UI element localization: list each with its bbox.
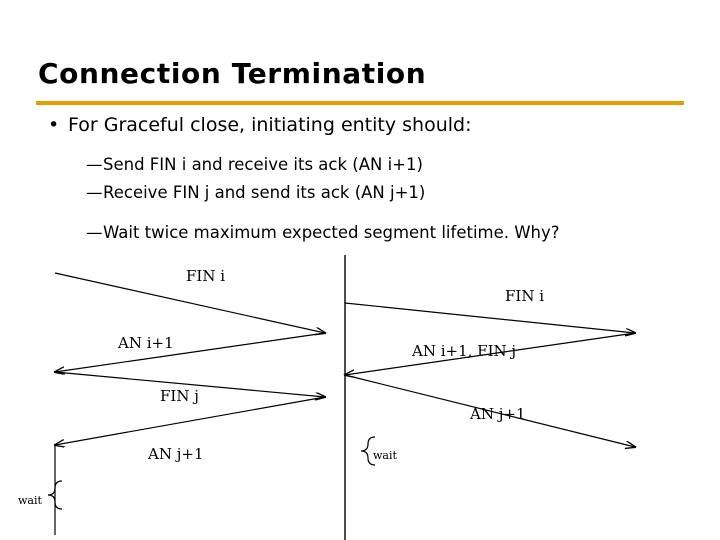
label-left-an-i1: AN i+1 xyxy=(118,334,174,352)
left-wait-brace xyxy=(47,480,63,510)
label-left-fin-i: FIN i xyxy=(186,267,226,285)
label-left-wait: wait xyxy=(18,494,42,507)
right-arrow-an-j1 xyxy=(344,374,635,447)
left-arrow-fin-j xyxy=(54,371,325,397)
left-arrow-fin-i xyxy=(54,272,325,333)
bullet-marker-dash: — xyxy=(86,155,103,174)
bullet-marker-dash: — xyxy=(86,223,103,242)
right-arrow-an-i1-fin-j xyxy=(345,332,636,375)
label-right-fin-i: FIN i xyxy=(505,287,545,305)
title-underline-rule xyxy=(36,101,684,105)
right-wait-brace xyxy=(360,436,376,466)
bullet-level1-text: For Graceful close, initiating entity sh… xyxy=(68,114,472,136)
page-title: Connection Termination xyxy=(38,57,427,90)
label-left-an-j1: AN j+1 xyxy=(148,445,204,463)
label-right-an-j1: AN j+1 xyxy=(470,405,526,423)
bullet-level2-wait: —Wait twice maximum expected segment lif… xyxy=(86,223,560,242)
left-arrow-an-j1 xyxy=(55,396,326,445)
bullet-level2-text: Wait twice maximum expected segment life… xyxy=(103,223,560,242)
bullet-level2-text: Receive FIN j and send its ack (AN j+1) xyxy=(103,183,426,202)
bullet-marker-dot: • xyxy=(48,114,60,136)
diagram-lines xyxy=(47,255,720,540)
bullet-level1: • For Graceful close, initiating entity s… xyxy=(48,114,472,136)
sequence-diagram: FIN i AN i+1 FIN j AN j+1 wait FIN i AN … xyxy=(0,255,720,540)
bullet-marker-dash: — xyxy=(86,183,103,202)
right-arrow-fin-i xyxy=(344,302,635,333)
bullet-level2-send-fin: —Send FIN i and receive its ack (AN i+1) xyxy=(86,155,423,174)
label-right-wait: wait xyxy=(373,449,397,462)
bullet-level2-receive-fin: —Receive FIN j and send its ack (AN j+1) xyxy=(86,183,425,202)
bullet-level2-text: Send FIN i and receive its ack (AN i+1) xyxy=(103,155,423,174)
label-left-fin-j: FIN j xyxy=(160,387,199,405)
label-right-an-i1-fin-j: AN i+1, FIN j xyxy=(412,342,517,360)
left-arrow-an-i1 xyxy=(55,332,326,372)
